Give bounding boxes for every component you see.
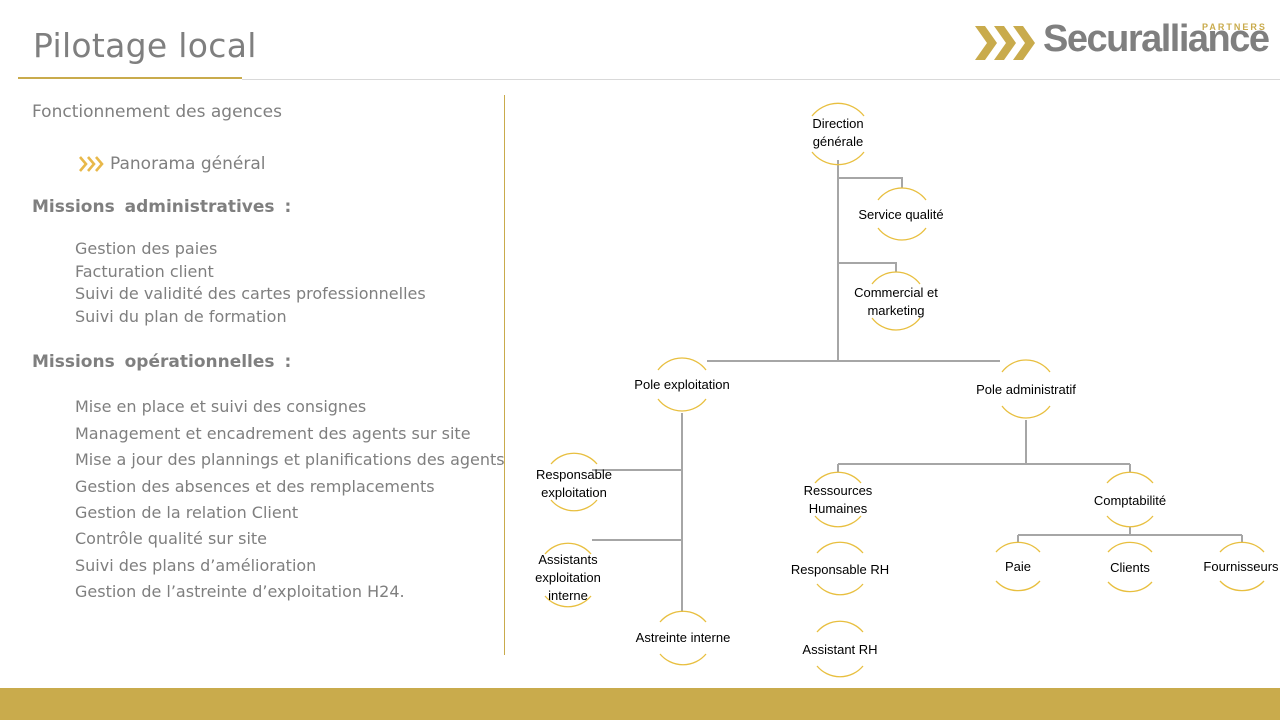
admin-missions-heading: Missions administratives : [32,197,292,217]
org-node-direction: Direction générale [811,102,865,166]
node-label: générale [813,134,864,149]
node-label: Assistants [538,552,598,567]
title-underline [18,77,242,79]
admin-item: Facturation client [75,262,214,281]
header-divider [242,79,1280,80]
org-node-pole-exploitation: Pole exploitation [634,357,730,412]
node-label: Ressources [804,483,873,498]
ops-item: Gestion de la relation Client [75,503,299,522]
ops-item: Gestion des absences et des remplacement… [75,477,435,496]
page-title: Pilotage local [33,26,257,65]
triple-chevron-icon [79,156,104,172]
node-label: Pole administratif [976,382,1076,397]
node-label: marketing [867,303,924,318]
node-label: Responsable [536,467,612,482]
org-node-compta: Comptabilité [1094,471,1166,528]
admin-item: Gestion des paies [75,239,218,258]
logo-chevrons-icon [975,26,1035,60]
org-connectors [592,160,1243,612]
org-node-resp-rh: Responsable RH [791,541,889,596]
ops-item: Mise a jour des plannings et planificati… [75,450,505,469]
node-label: exploitation [535,570,601,585]
company-logo: Securalliance PARTNERS [975,18,1270,64]
node-label: Responsable RH [791,562,889,577]
node-label: interne [548,588,588,603]
footer-bar [0,688,1280,720]
org-node-rh: Ressources Humaines [804,471,873,528]
org-node-assistants: Assistants exploitation interne [535,542,601,608]
node-label: Fournisseurs [1203,559,1279,574]
node-label: Commercial et [854,285,938,300]
section-title: Fonctionnement des agences [32,102,282,122]
ops-item: Management et encadrement des agents sur… [75,424,471,443]
ops-item: Gestion de l’astreinte d’exploitation H2… [75,582,405,601]
org-node-qualite: Service qualité [858,187,944,241]
logo-subtitle: PARTNERS [1202,22,1267,32]
node-label: Comptabilité [1094,493,1166,508]
node-label: Service qualité [858,207,943,222]
org-node-commercial: Commercial et marketing [854,271,938,331]
org-node-pole-admin: Pole administratif [976,359,1076,419]
logo-wordmark: Securalliance [1043,18,1270,60]
org-node-fournisseurs: Fournisseurs [1203,541,1279,592]
node-label: Paie [1005,559,1031,574]
org-node-assistant-rh: Assistant RH [802,620,878,678]
ops-item: Suivi des plans d’amélioration [75,556,317,575]
node-label: Pole exploitation [634,377,729,392]
org-node-resp-exploitation: Responsable exploitation [536,452,612,512]
node-label: Assistant RH [802,642,877,657]
admin-item: Suivi du plan de formation [75,307,287,326]
column-divider [504,95,505,655]
org-node-paie: Paie [995,541,1041,592]
nav-panorama-link[interactable]: Panorama général [110,154,266,174]
node-label: Humaines [809,501,868,516]
ops-missions-heading: Missions opérationnelles : [32,352,292,372]
admin-item: Suivi de validité des cartes professionn… [75,284,426,303]
node-label: Clients [1110,560,1150,575]
node-label: exploitation [541,485,607,500]
node-label: Direction [812,116,863,131]
org-node-clients: Clients [1107,541,1153,593]
org-node-astreinte: Astreinte interne [636,610,731,666]
ops-item: Contrôle qualité sur site [75,529,267,548]
node-label: Astreinte interne [636,630,731,645]
ops-item: Mise en place et suivi des consignes [75,397,367,416]
